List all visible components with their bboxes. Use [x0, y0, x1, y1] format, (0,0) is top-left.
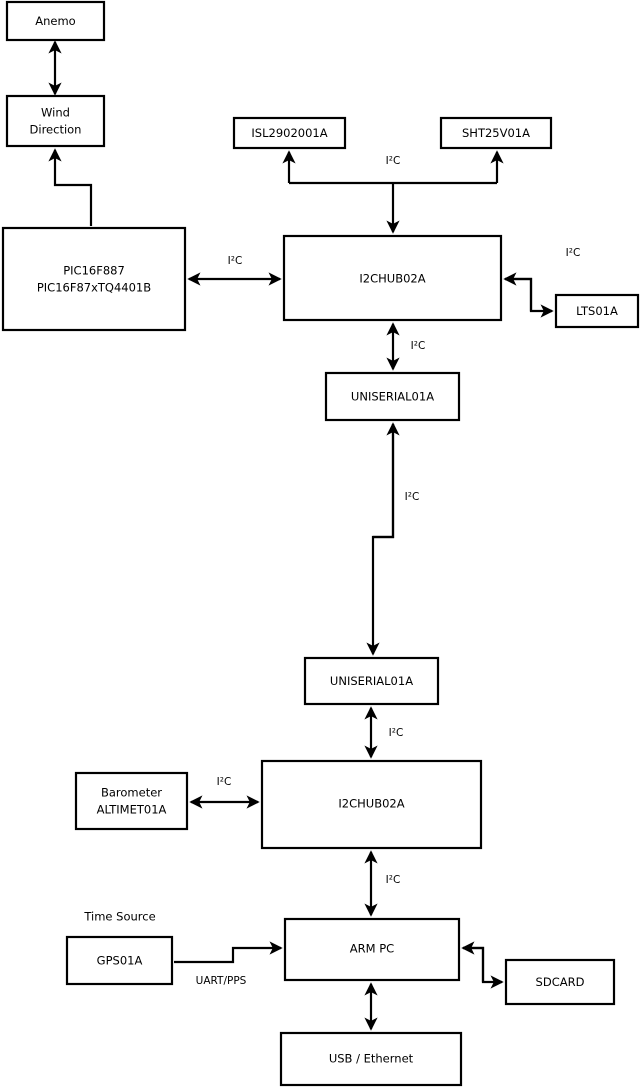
edge-label-uni-hub-bot: I²C	[389, 727, 404, 739]
node-sdcard[interactable]: SDCARD	[504, 958, 616, 1006]
node-pic-mcu-label-1: PIC16F887	[63, 264, 125, 278]
node-gps01a-label: GPS01A	[97, 954, 143, 968]
node-barometer-label-1: Barometer	[101, 786, 162, 800]
edge-label-hub-arm: I²C	[386, 874, 401, 886]
node-uniserial01a-lower[interactable]: UNISERIAL01A	[303, 656, 440, 706]
edge-label-hub-lts: I²C	[566, 247, 581, 259]
node-arm-pc-label: ARM PC	[350, 942, 394, 956]
edge-label-baro-hub: I²C	[217, 776, 232, 788]
node-usb-ethernet-label: USB / Ethernet	[329, 1052, 414, 1066]
node-arm-pc[interactable]: ARM PC	[283, 917, 461, 982]
node-usb-ethernet[interactable]: USB / Ethernet	[279, 1031, 463, 1087]
link-gps-armpc	[174, 941, 283, 964]
node-i2chub02a-top-label: I2CHUB02A	[359, 272, 425, 286]
link-sdcard-to-armpc	[461, 941, 485, 982]
node-wind-direction[interactable]: Wind Direction	[5, 94, 106, 148]
node-i2chub02a-top[interactable]: I2CHUB02A	[282, 234, 503, 322]
labels-layer: Time Source I²C I²C I²C I²C I²C I²C I²C …	[83, 155, 580, 987]
node-anemo[interactable]: Anemo	[5, 0, 106, 42]
link-pic-wind	[48, 148, 93, 226]
node-lts01a[interactable]: LTS01A	[554, 293, 640, 329]
node-lts01a-label: LTS01A	[576, 304, 618, 318]
edge-label-pic-hub: I²C	[228, 255, 243, 267]
node-gps01a[interactable]: GPS01A	[65, 935, 174, 986]
node-sht25v01a-label: SHT25V01A	[462, 126, 530, 140]
node-pic-mcu[interactable]: PIC16F887 PIC16F87xTQ4401B	[1, 226, 187, 332]
node-sdcard-label: SDCARD	[536, 975, 585, 989]
node-barometer-label-2: ALTIMET01A	[97, 803, 167, 817]
link-uniserial-up-jog	[373, 422, 400, 539]
time-source-label: Time Source	[83, 910, 155, 924]
edge-label-bus-top: I²C	[386, 155, 401, 167]
node-sht25v01a[interactable]: SHT25V01A	[439, 116, 553, 150]
node-pic-mcu-label-2: PIC16F87xTQ4401B	[37, 281, 151, 295]
node-i2chub02a-bottom[interactable]: I2CHUB02A	[260, 759, 483, 850]
node-uniserial01a-upper-label: UNISERIAL01A	[351, 390, 434, 404]
node-uniserial01a-upper[interactable]: UNISERIAL01A	[324, 371, 461, 422]
node-anemo-label: Anemo	[35, 14, 75, 28]
edge-label-uni-uni: I²C	[405, 491, 420, 503]
node-uniserial01a-lower-label: UNISERIAL01A	[330, 674, 413, 688]
node-isl2902001a[interactable]: ISL2902001A	[232, 116, 347, 150]
link-uniserial-lo-jog	[366, 424, 395, 656]
link-lts-to-hubtop	[503, 272, 533, 311]
link-hubtop-to-lts	[505, 277, 554, 318]
node-wind-direction-label-2: Direction	[30, 123, 82, 137]
edge-label-gps-arm: UART/PPS	[196, 975, 247, 987]
node-isl2902001a-label: ISL2902001A	[251, 126, 327, 140]
connections-layer	[48, 40, 554, 1031]
edge-label-hub-uniserial: I²C	[411, 340, 426, 352]
node-wind-direction-label-1: Wind	[41, 106, 70, 120]
node-i2chub02a-bottom-label: I2CHUB02A	[338, 797, 404, 811]
node-barometer[interactable]: Barometer ALTIMET01A	[74, 771, 189, 831]
link-armpc-to-sdcard	[463, 946, 504, 989]
